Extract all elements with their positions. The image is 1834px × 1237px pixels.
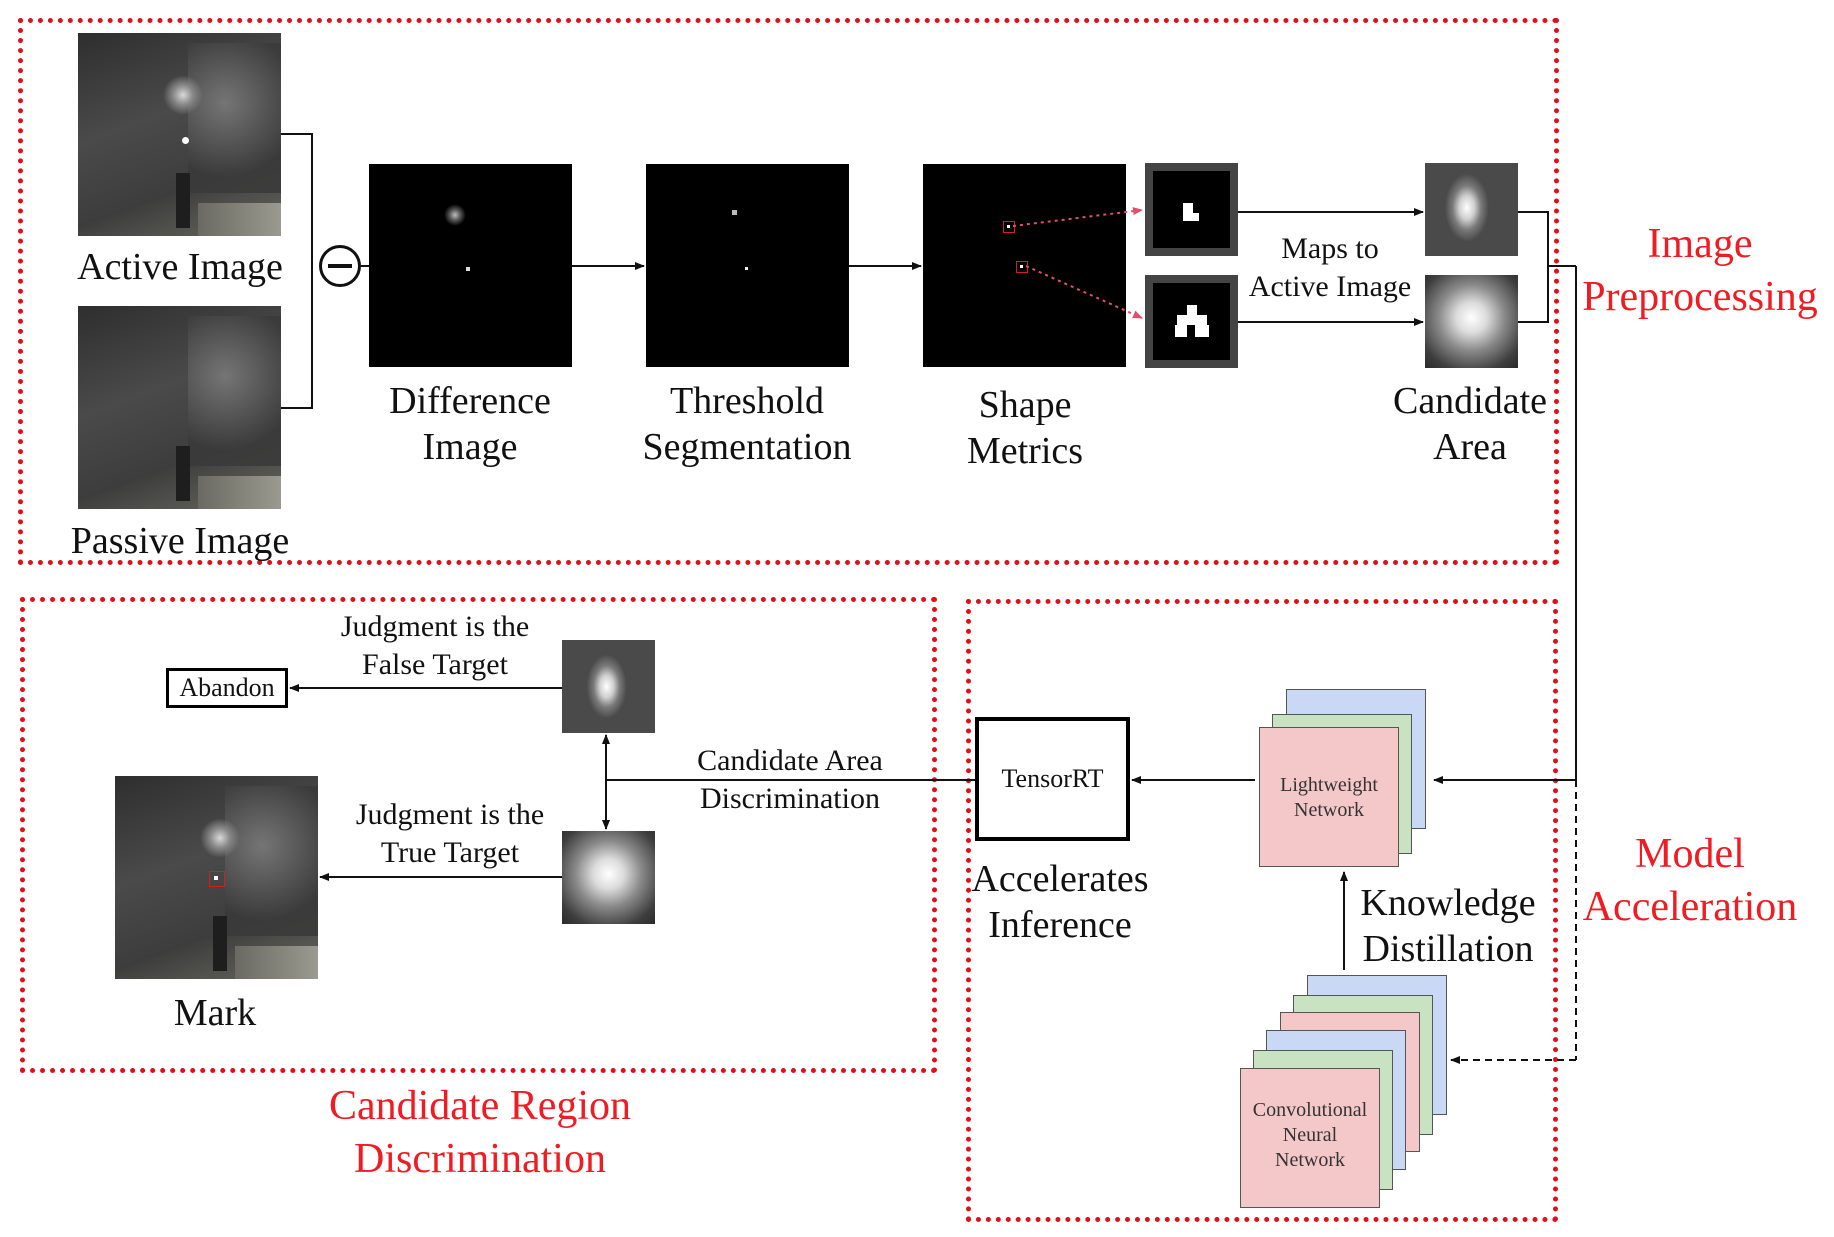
image-preprocessing-frame [18,18,1559,565]
difference-image [369,164,572,367]
active-image-photo [78,33,281,236]
candidate-region-frame [20,597,937,1073]
passive-image-label: Passive Image [70,520,290,562]
binary-patch-2 [1145,275,1238,368]
minus-symbol [328,264,352,268]
active-image-label: Active Image [77,246,283,288]
mark-image [115,776,318,979]
subtract-operator [319,245,361,287]
lightweight-card-pink [1259,727,1399,867]
threshold-segmentation-image [646,164,849,367]
candidate-patch-false [1425,163,1518,256]
passive-image-photo [78,306,281,509]
shape-metrics-image [923,164,1126,367]
binary-patch-1 [1145,163,1238,256]
abandon-box: Abandon [166,668,288,708]
tensorrt-box: TensorRT [975,717,1130,841]
cnn-card-6 [1240,1068,1380,1208]
model-acceleration-frame [966,599,1558,1222]
discrimination-patch-true [562,831,655,924]
mark-box [209,871,225,887]
mark-label: Mark [173,992,257,1034]
candidate-patch-true [1425,275,1518,368]
discrimination-patch-false [562,640,655,733]
